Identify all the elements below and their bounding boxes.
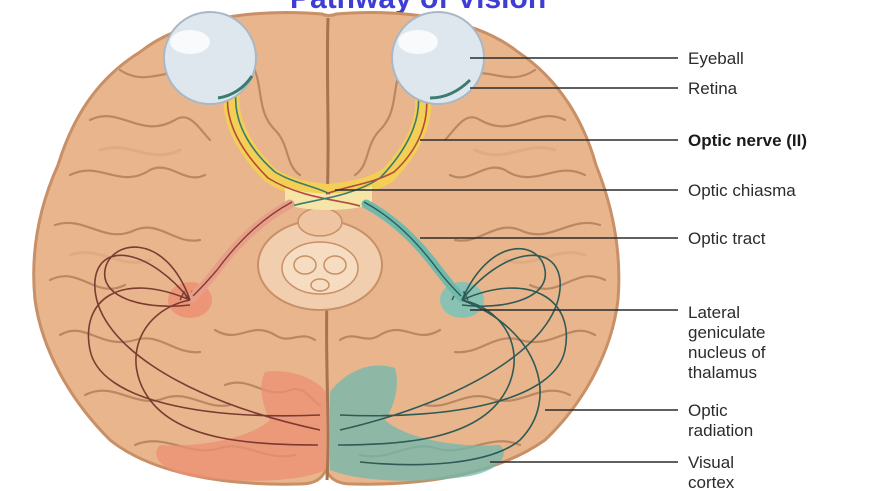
label-visual-cortex-line2: cortex [688, 473, 735, 491]
label-lgn-line4: thalamus [688, 363, 757, 382]
eyeball-left [164, 12, 256, 104]
title-fragment: Pathway of Vision [290, 0, 546, 15]
label-optic-radiation-line2: radiation [688, 421, 753, 440]
label-optic-nerve: Optic nerve (II) [688, 131, 807, 150]
label-retina: Retina [688, 79, 738, 98]
label-visual-cortex-line1: Visual [688, 453, 734, 472]
label-lgn-line1: Lateral [688, 303, 740, 322]
label-optic-tract: Optic tract [688, 229, 766, 248]
label-eyeball: Eyeball [688, 49, 744, 68]
label-optic-radiation-line1: Optic [688, 401, 728, 420]
brain [34, 13, 619, 485]
label-lgn-line2: geniculate [688, 323, 766, 342]
label-optic-chiasma: Optic chiasma [688, 181, 796, 200]
label-lgn-line3: nucleus of [688, 343, 766, 362]
labels: Eyeball Retina Optic nerve (II) Optic ch… [688, 49, 807, 491]
